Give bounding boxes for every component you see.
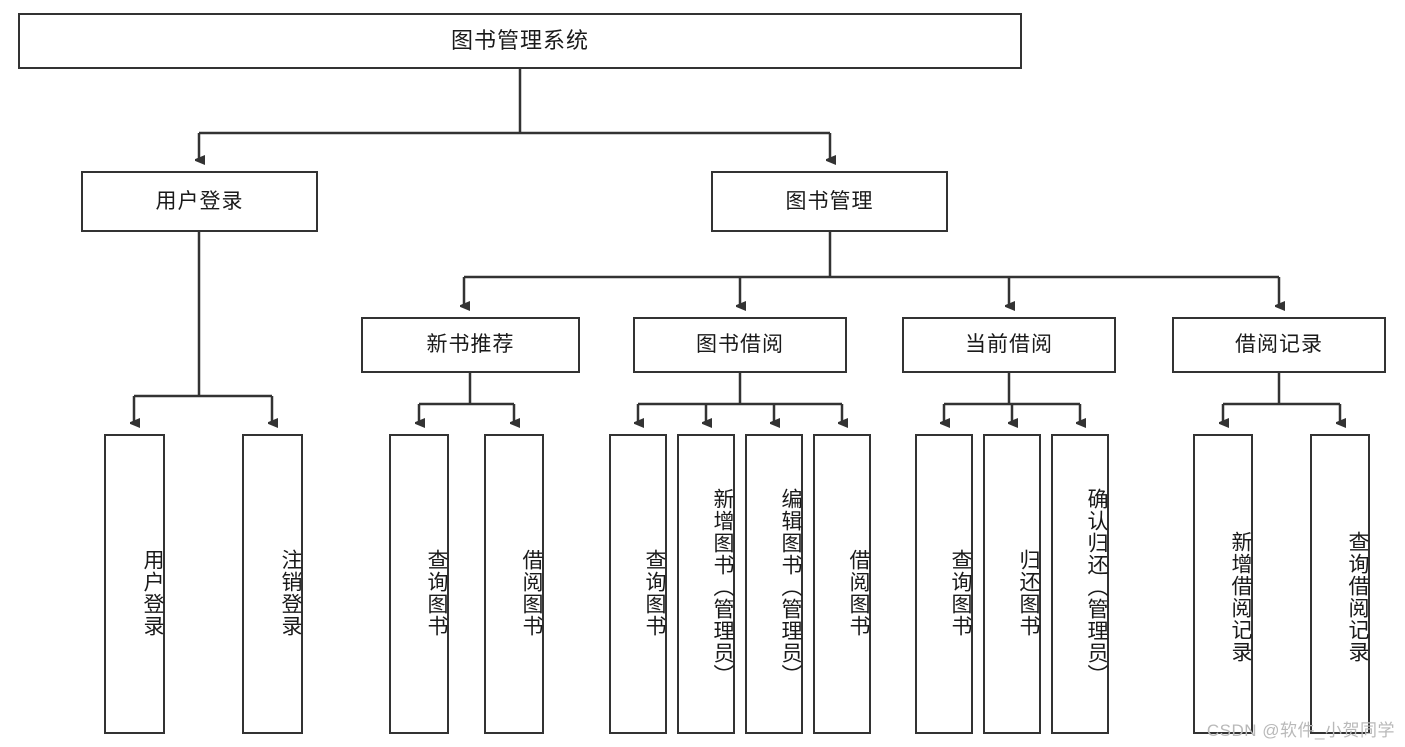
node-leaf-logout-label: 注销登录 (279, 549, 302, 637)
node-leaf-query-book-3[interactable]: 查询图书 (915, 434, 973, 734)
node-borrow-record-label: 借阅记录 (1235, 333, 1323, 357)
node-leaf-query-book-2[interactable]: 查询图书 (609, 434, 667, 734)
node-leaf-add-record[interactable]: 新增借阅记录 (1193, 434, 1253, 734)
node-book-manage-label: 图书管理 (785, 189, 874, 213)
node-current-borrow[interactable]: 当前借阅 (902, 317, 1116, 373)
node-leaf-user-login-label: 用户登录 (141, 549, 164, 637)
node-book-borrow[interactable]: 图书借阅 (633, 317, 847, 373)
node-leaf-return-book-label: 归还图书 (1017, 549, 1040, 637)
node-leaf-query-book-1-label: 查询图书 (425, 549, 448, 637)
node-current-borrow-label: 当前借阅 (965, 333, 1053, 357)
node-user-login[interactable]: 用户登录 (81, 171, 318, 232)
node-leaf-add-book[interactable]: 新增图书（管理员） (677, 434, 735, 734)
watermark: CSDN @软件_小贺同学 (1206, 721, 1395, 740)
node-leaf-borrow-book-2-label: 借阅图书 (847, 549, 870, 637)
node-leaf-edit-book[interactable]: 编辑图书（管理员） (745, 434, 803, 734)
node-leaf-query-book-2-label: 查询图书 (643, 549, 666, 637)
node-leaf-borrow-book-2[interactable]: 借阅图书 (813, 434, 871, 734)
node-leaf-add-record-label: 新增借阅记录 (1229, 531, 1252, 663)
node-leaf-borrow-book-1[interactable]: 借阅图书 (484, 434, 544, 734)
node-leaf-add-book-label: 新增图书（管理员） (711, 488, 734, 686)
node-root[interactable]: 图书管理系统 (18, 13, 1022, 69)
node-leaf-borrow-book-1-label: 借阅图书 (520, 549, 543, 637)
node-new-book-rec-label: 新书推荐 (426, 333, 515, 357)
node-borrow-record[interactable]: 借阅记录 (1172, 317, 1386, 373)
node-leaf-user-login[interactable]: 用户登录 (104, 434, 165, 734)
node-user-login-label: 用户登录 (155, 189, 244, 213)
node-root-label: 图书管理系统 (450, 27, 589, 53)
node-leaf-confirm-return[interactable]: 确认归还（管理员） (1051, 434, 1109, 734)
node-leaf-edit-book-label: 编辑图书（管理员） (779, 488, 802, 686)
node-new-book-rec[interactable]: 新书推荐 (361, 317, 580, 373)
node-leaf-query-record[interactable]: 查询借阅记录 (1310, 434, 1370, 734)
node-leaf-return-book[interactable]: 归还图书 (983, 434, 1041, 734)
node-book-manage[interactable]: 图书管理 (711, 171, 948, 232)
node-leaf-logout[interactable]: 注销登录 (242, 434, 303, 734)
node-leaf-confirm-return-label: 确认归还（管理员） (1085, 488, 1108, 686)
node-book-borrow-label: 图书借阅 (696, 333, 784, 357)
node-leaf-query-record-label: 查询借阅记录 (1346, 531, 1369, 663)
node-leaf-query-book-3-label: 查询图书 (949, 549, 972, 637)
node-leaf-query-book-1[interactable]: 查询图书 (389, 434, 449, 734)
